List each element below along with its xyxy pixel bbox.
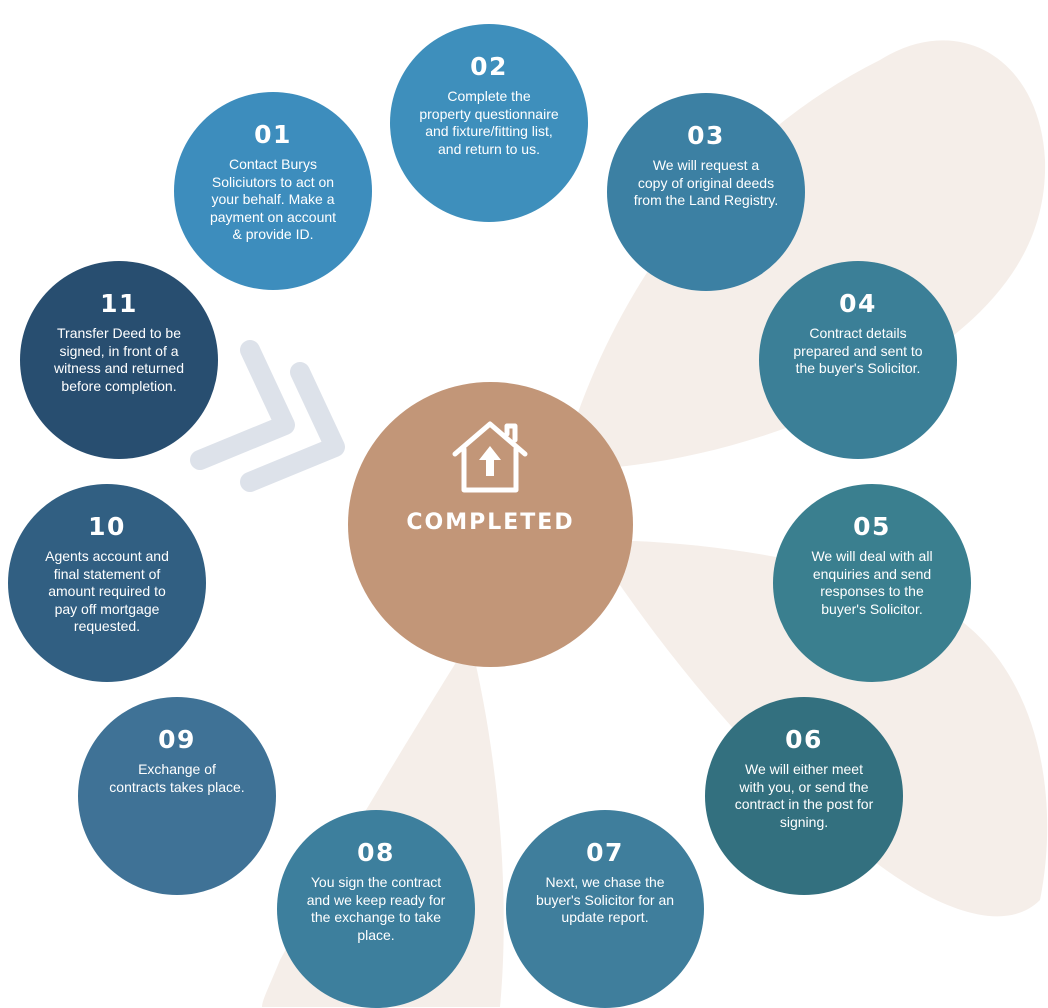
step-01: 01 Contact Burys Soliciutors to act on y… [174,92,372,290]
step-number: 10 [88,512,126,541]
step-description: Complete the property questionnaire and … [419,88,559,157]
step-08: 08 You sign the contract and we keep rea… [277,810,475,1008]
step-number: 01 [254,120,292,149]
house-upload-icon [452,421,528,493]
step-04: 04 Contract details prepared and sent to… [759,261,957,459]
step-number: 07 [586,838,624,867]
step-number: 06 [785,725,823,754]
step-number: 02 [470,52,508,81]
step-description: Agents account and final statement of am… [45,548,169,634]
step-description: We will deal with all enquiries and send… [811,548,933,617]
step-number: 03 [687,121,725,150]
chevrons-icon [190,340,345,492]
step-description: Contact Burys Soliciutors to act on your… [209,156,337,242]
step-03: 03 We will request a copy of original de… [607,93,805,291]
step-description: You sign the contract and we keep ready … [306,874,446,943]
step-number: 09 [158,725,196,754]
step-description: Next, we chase the buyer's Solicitor for… [535,874,675,925]
step-07: 07 Next, we chase the buyer's Solicitor … [506,810,704,1008]
completed-title: COMPLETED [406,510,575,535]
step-description: Transfer Deed to be signed, in front of … [54,325,184,394]
step-09: 09 Exchange of contracts takes place. [78,697,276,895]
step-05: 05 We will deal with all enquiries and s… [773,484,971,682]
step-description: Contract details prepared and sent to th… [793,325,923,376]
step-10: 10 Agents account and final statement of… [8,484,206,682]
step-number: 11 [100,289,138,318]
step-number: 05 [853,512,891,541]
step-number: 08 [357,838,395,867]
step-number: 04 [839,289,877,318]
step-11: 11 Transfer Deed to be signed, in front … [20,261,218,459]
completed-hub: COMPLETED [348,382,633,667]
step-02: 02 Complete the property questionnaire a… [390,24,588,222]
step-description: We will request a copy of original deeds… [633,157,779,208]
step-description: Exchange of contracts takes place. [109,761,245,795]
step-06: 06 We will either meet with you, or send… [705,697,903,895]
step-description: We will either meet with you, or send th… [734,761,874,830]
